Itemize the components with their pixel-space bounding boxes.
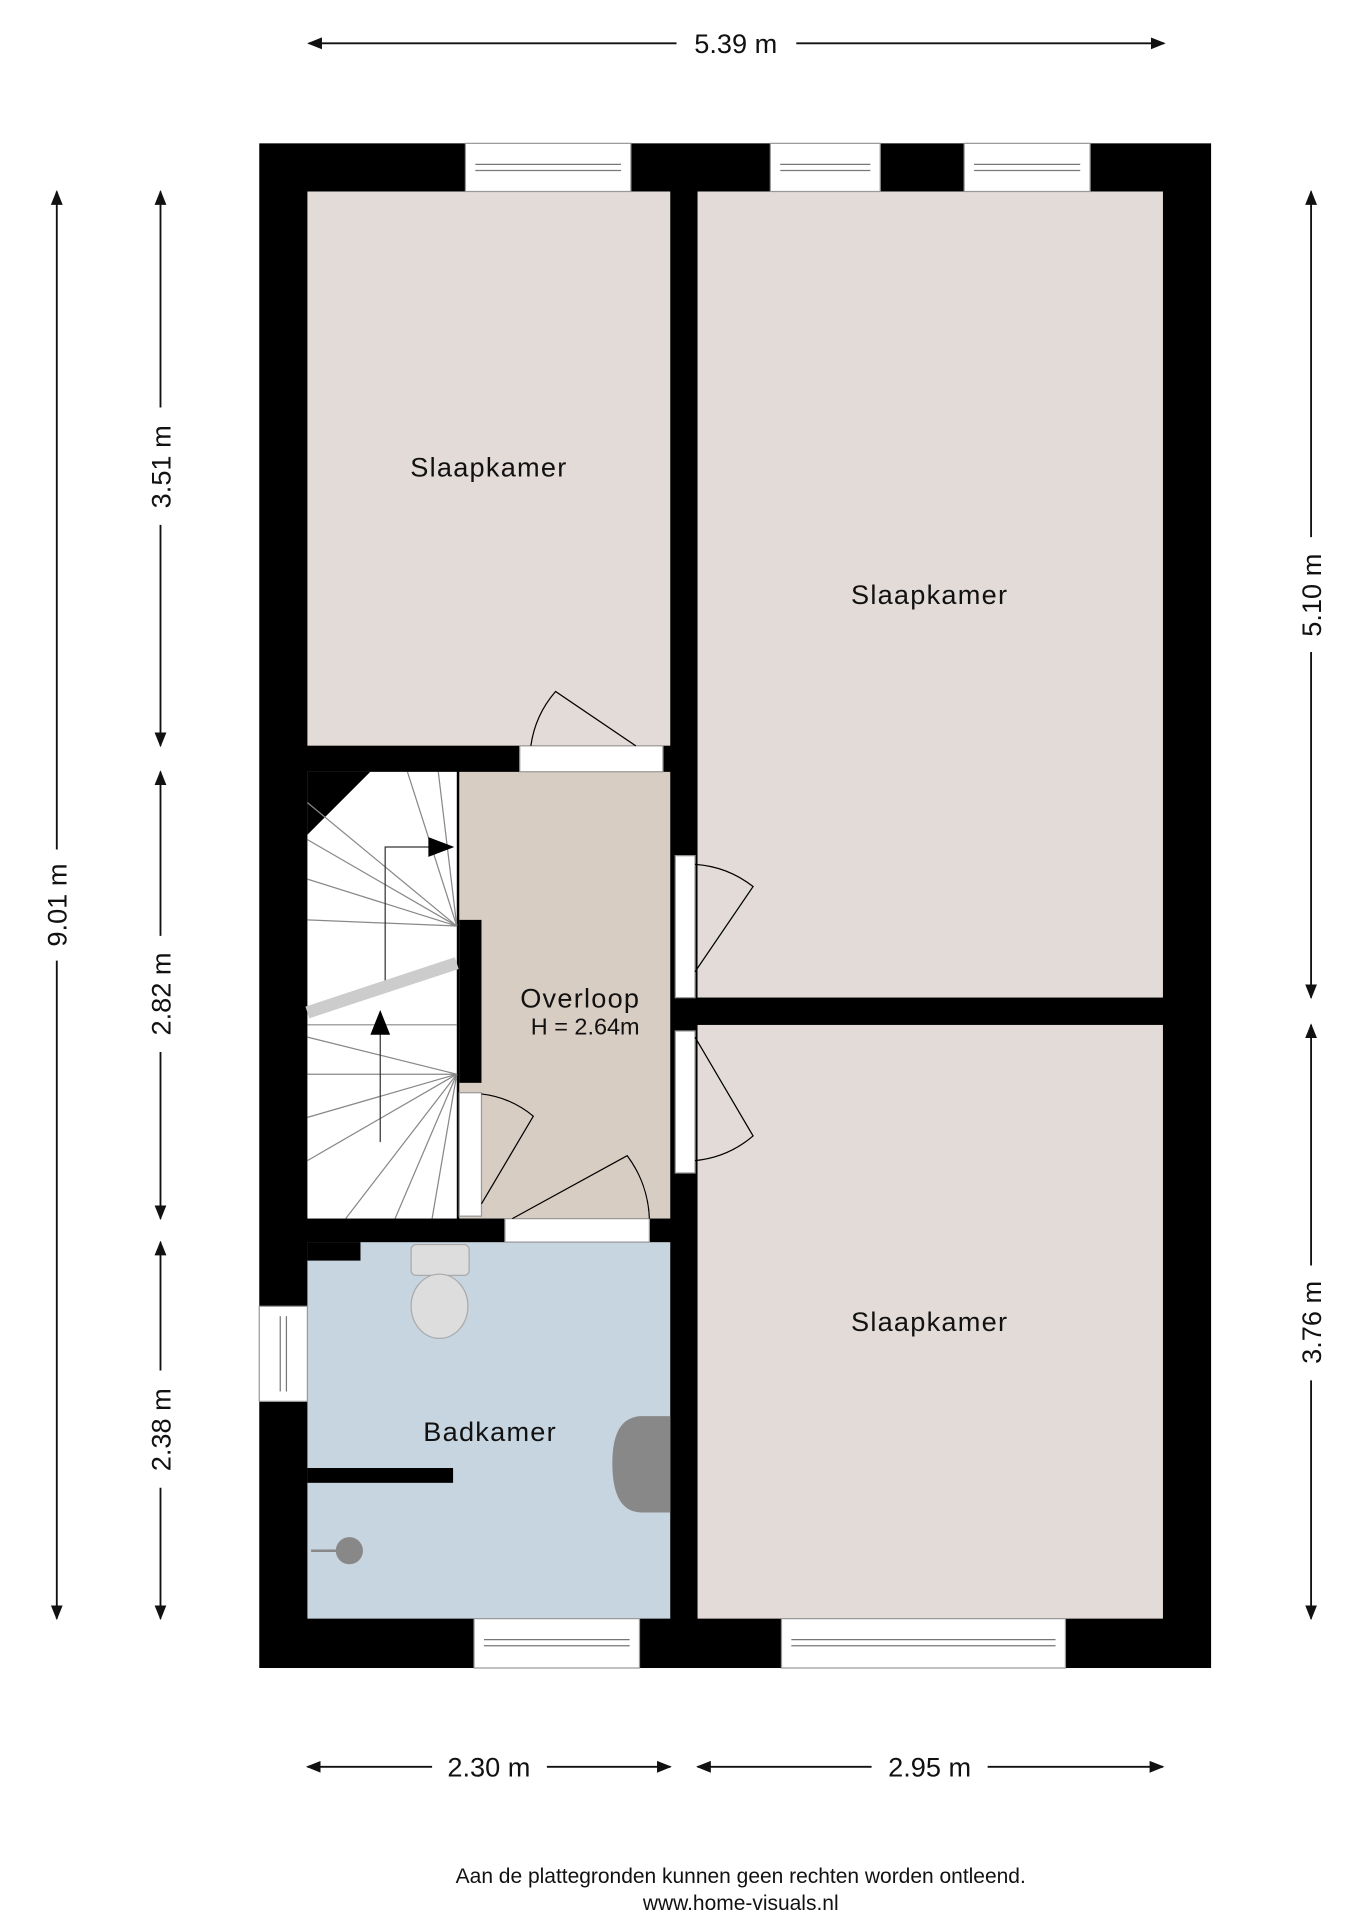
stair-wall [459,919,482,1083]
sink-icon [612,1416,671,1513]
disclaimer: Aan de plattegronden kunnen geen rechten… [456,1865,1026,1888]
stairs [307,771,457,1219]
toilet-tank-icon [410,1243,470,1277]
dimension-left-total: 9.01 m [42,864,73,947]
door-swings [480,690,754,1220]
room-label-landing: Overloop [520,983,640,1014]
windows [258,142,1091,1669]
dimension-bottom-2: 2.95 m [888,1752,971,1783]
landing-floor [459,771,671,1219]
dimension-right-2: 3.76 m [1296,1281,1327,1364]
dimension-left-3: 2.38 m [145,1388,176,1471]
internal-wall [697,997,1163,1025]
window-sills [279,163,1081,1647]
bedroom-1-floor [307,191,671,746]
bedroom-2-floor [697,191,1163,998]
shower-wall [307,1468,454,1483]
dimension-top-width: 5.39 m [694,28,777,59]
room-label-bedroom-1: Slaapkamer [410,452,567,483]
stair-arrow-up-icon [370,1009,391,1035]
landing-height: H = 2.64m [531,1014,640,1040]
internal-wall [307,1242,361,1261]
dimension-left-1: 3.51 m [145,425,176,508]
room-label-bedroom-3: Slaapkamer [851,1306,1008,1337]
room-label-bathroom: Badkamer [423,1416,557,1447]
room-label-bedroom-2: Slaapkamer [851,579,1008,610]
stair-arrow-right-icon [428,837,455,857]
dimension-lines [50,37,1318,1773]
dimension-right-1: 5.10 m [1296,554,1327,637]
dimension-left-2: 2.82 m [145,952,176,1035]
toilet-icon [410,1273,469,1340]
door-openings [458,745,696,1243]
bathroom-floor [307,1242,671,1619]
website: www.home-visuals.nl [642,1892,839,1915]
bedroom-3-floor [697,1024,1163,1619]
dimension-bottom-1: 2.30 m [447,1752,530,1783]
